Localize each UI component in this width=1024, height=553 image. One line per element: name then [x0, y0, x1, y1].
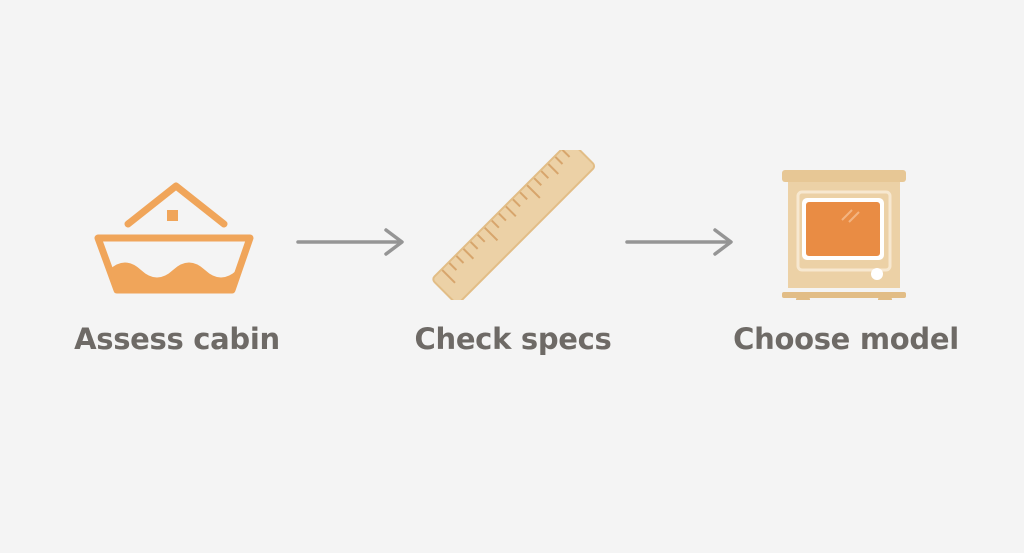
step-check-specs: Check specs [383, 150, 643, 356]
step-assess-cabin: Assess cabin [47, 150, 307, 356]
step-label: Choose model [733, 322, 959, 356]
cabinet-icon [782, 170, 906, 300]
step-choose-model: Choose model [716, 150, 976, 356]
arrow-right-icon [625, 228, 733, 256]
boat-cabin-icon [94, 182, 254, 294]
ruler-icon [432, 150, 596, 300]
step-label: Assess cabin [74, 322, 280, 356]
step-label: Check specs [414, 322, 612, 356]
arrow-right-icon [296, 228, 404, 256]
